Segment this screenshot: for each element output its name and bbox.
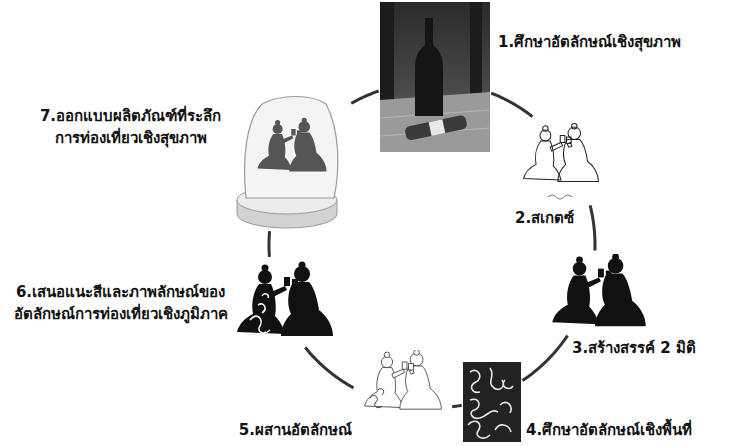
cycle-arc: [305, 347, 353, 387]
pencil-sketch: [524, 123, 599, 199]
step-node: 4.ศึกษาอัตลักษณ์เชิงพื้นที่: [463, 362, 521, 442]
step-label: 6.เสนอแนะสีและภาพลักษณ์ของ อัตลักษณ์การท…: [13, 282, 228, 326]
cycle-arc: [523, 335, 568, 380]
silhouette-figures: [552, 254, 646, 327]
merged-outline-figures: [365, 350, 442, 410]
cycle-arc: [452, 405, 462, 406]
cycle-arc: [268, 231, 272, 257]
step-label: 1.ศึกษาอัตลักษณ์เชิงสุขภาพ: [498, 32, 681, 54]
souvenir-product: [237, 97, 338, 229]
step-node: 7.ออกแบบผลิตภัณฑ์ที่ระลึก การท่องเที่ยวเ…: [235, 95, 350, 230]
step-node: 3.สร้างสรรค์ 2 มิติ: [548, 252, 650, 334]
colored-identity-figures: [237, 262, 333, 337]
step-node: 2.สเกตซ์: [520, 118, 602, 204]
cycle-arc: [351, 91, 378, 103]
step-label: 7.ออกแบบผลิตภัณฑ์ที่ระลึก การท่องเที่ยวเ…: [33, 106, 228, 150]
step-label: 2.สเกตซ์: [515, 208, 574, 230]
step-label: 3.สร้างสรรค์ 2 มิติ: [572, 338, 696, 360]
cycle-arc: [590, 205, 595, 250]
step-label: 5.ผสานอัตลักษณ์: [239, 420, 352, 442]
step-label: 4.ศึกษาอัตลักษณ์เชิงพื้นที่: [526, 420, 692, 442]
step-node: 1.ศึกษาอัตลักษณ์เชิงสุขภาพ: [380, 2, 490, 152]
step-node: 5.ผสานอัตลักษณ์: [355, 348, 451, 416]
regional-pattern: [463, 362, 521, 442]
step-node: 6.เสนอแนะสีและภาพลักษณ์ของ อัตลักษณ์การท…: [233, 258, 337, 346]
cycle-arc: [491, 93, 532, 117]
bottle-photo: [380, 2, 490, 152]
